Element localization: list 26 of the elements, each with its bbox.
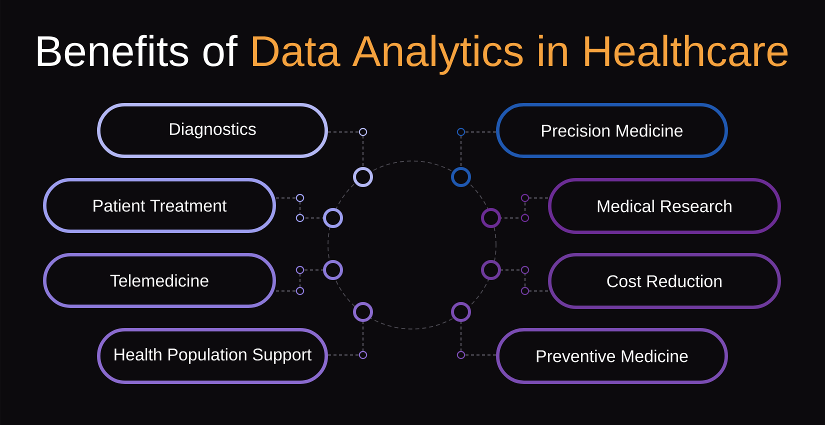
connector-line xyxy=(328,132,364,168)
ring-marker xyxy=(481,260,501,280)
pill-box: Health Population Support xyxy=(97,328,328,384)
connector-line xyxy=(500,198,548,218)
dashed-circle xyxy=(328,160,496,330)
ring-marker xyxy=(451,302,471,322)
ring-marker xyxy=(353,302,373,322)
connector-line xyxy=(328,322,364,356)
ring-marker xyxy=(451,167,471,187)
connector-line xyxy=(276,198,324,218)
title: Benefits of Data Analytics in Healthcare xyxy=(38,34,788,75)
connector-line xyxy=(276,270,324,292)
pill-box: Diagnostics xyxy=(97,103,328,158)
ring-marker xyxy=(323,208,343,228)
ring-marker xyxy=(353,167,373,187)
pill-box: Cost Reduction xyxy=(548,253,781,309)
pill-box: Precision Medicine xyxy=(496,103,728,158)
pill-box: Patient Treatment xyxy=(43,178,276,233)
ring-marker xyxy=(323,260,343,280)
pill-box: Preventive Medicine xyxy=(496,328,728,384)
connector-line xyxy=(460,132,496,168)
ring-marker xyxy=(481,208,501,228)
pill-box: Medical Research xyxy=(548,178,781,234)
connector-line xyxy=(500,270,548,292)
pill-box: Telemedicine xyxy=(43,253,276,308)
connector-line xyxy=(460,322,496,356)
